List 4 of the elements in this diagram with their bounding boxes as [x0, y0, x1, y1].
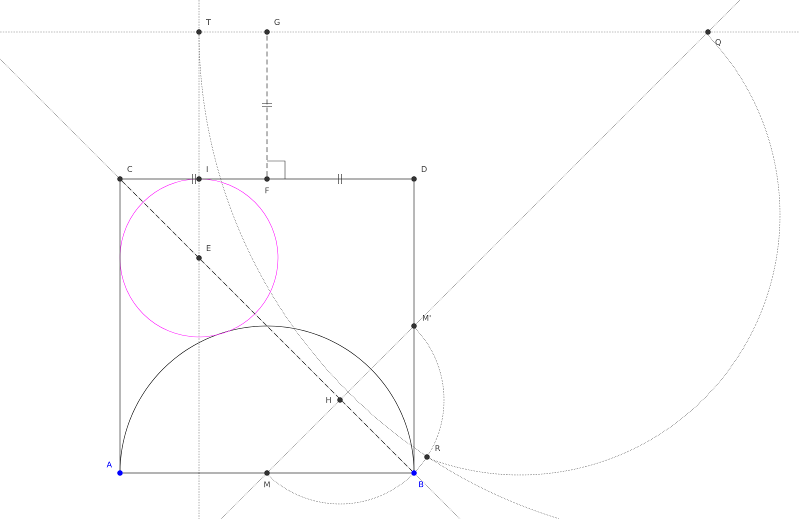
segment: [122, 180, 412, 472]
segment: [266, 34, 268, 176]
segment: [122, 178, 412, 180]
segment: [122, 472, 412, 474]
